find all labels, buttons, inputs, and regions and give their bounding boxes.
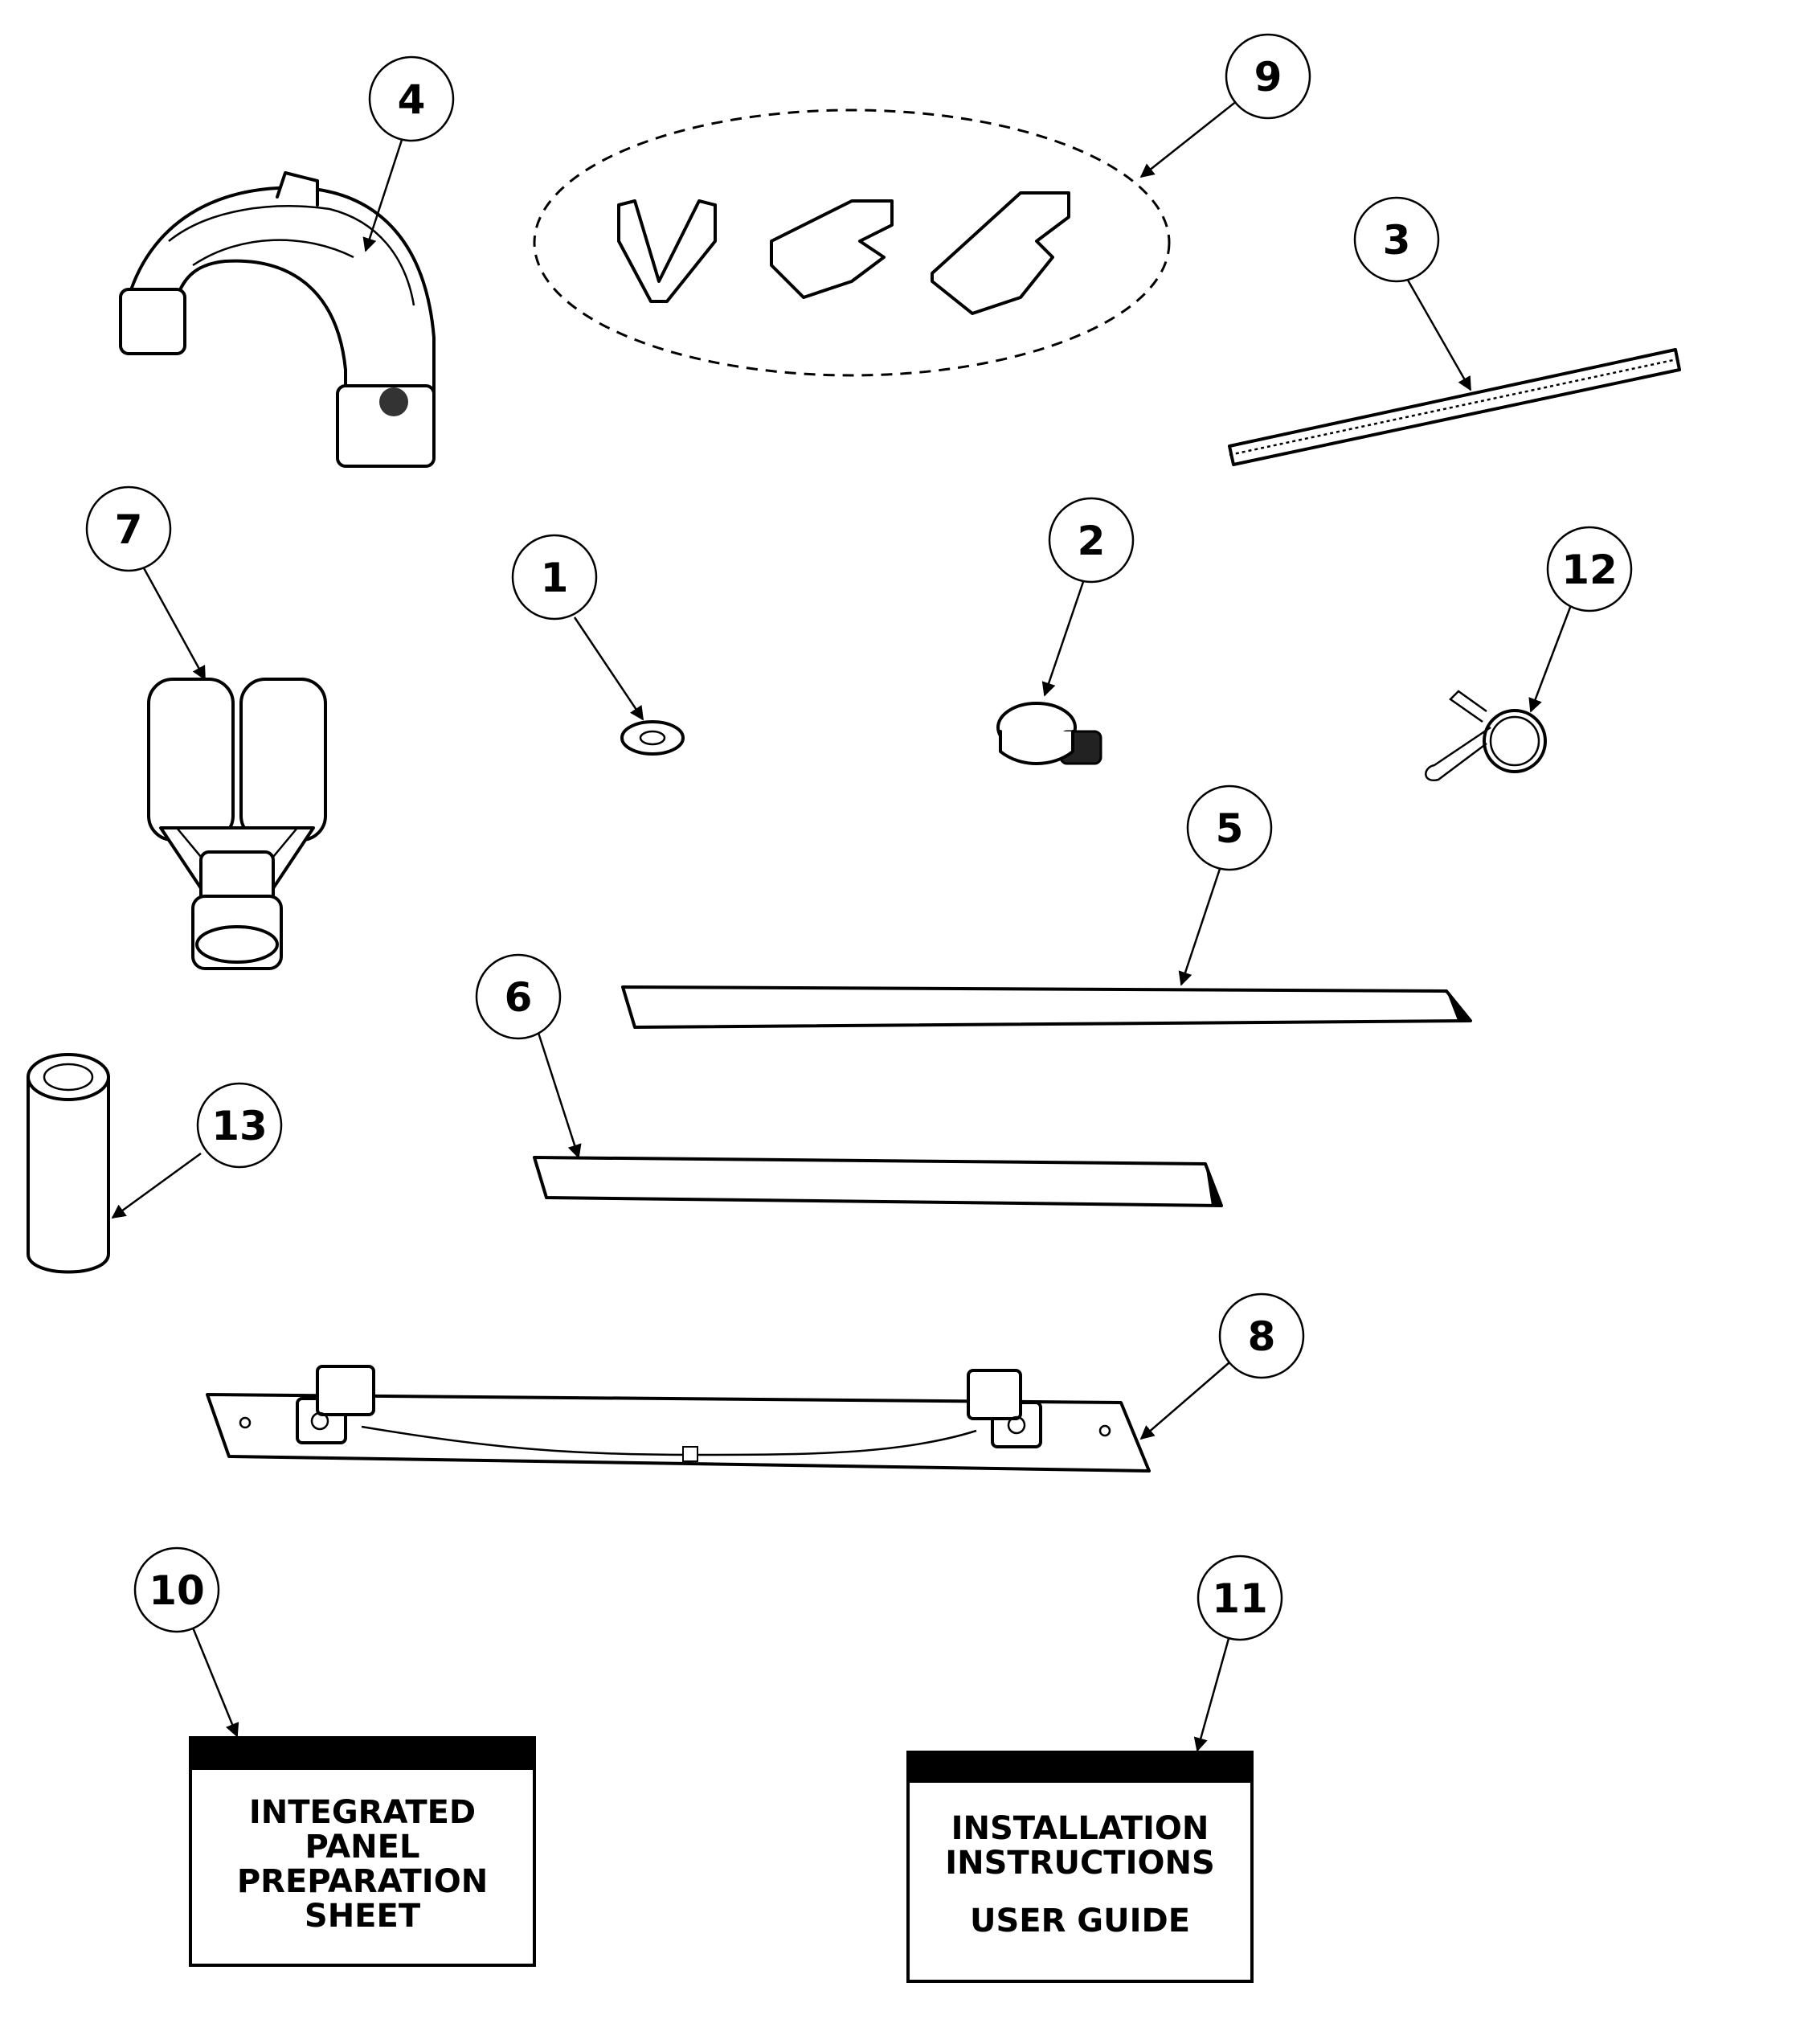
svg-text:9: 9 [1254, 54, 1282, 100]
callout-1: 1 [511, 534, 644, 721]
svg-text:4: 4 [398, 76, 426, 123]
svg-text:13: 13 [211, 1103, 268, 1149]
callout-8: 8 [1139, 1292, 1305, 1440]
part-5-long-strip [621, 985, 1472, 1029]
booklet-11-line-2: INSTRUCTIONS [945, 1845, 1215, 1882]
part-10-panel-preparation-sheet: INTEGRATED PANEL PREPARATION SHEET [189, 1736, 536, 1967]
svg-text:12: 12 [1561, 547, 1618, 593]
svg-text:2: 2 [1078, 518, 1106, 564]
callout-13: 13 [111, 1082, 283, 1219]
callout-4: 4 [362, 55, 455, 252]
booklet-11-line-1: INSTALLATION [951, 1810, 1209, 1847]
svg-text:11: 11 [1212, 1575, 1268, 1622]
booklet-11-line-3: USER GUIDE [970, 1903, 1190, 1940]
booklet-10-line-4: SHEET [305, 1898, 421, 1935]
part-7-y-connector [147, 678, 327, 970]
part-2-hose-clamp [996, 702, 1102, 765]
callout-6: 6 [475, 953, 582, 1159]
booklet-10-line-1: INTEGRATED [249, 1794, 476, 1831]
part-11-installation-instructions: INSTALLATION INSTRUCTIONS USER GUIDE [906, 1751, 1254, 1983]
svg-text:6: 6 [505, 974, 533, 1021]
part-12-spring-clip [1425, 690, 1547, 782]
svg-text:3: 3 [1383, 217, 1411, 264]
part-8-mounting-plate [206, 1365, 1151, 1473]
svg-text:5: 5 [1216, 805, 1244, 852]
callout-10: 10 [133, 1546, 239, 1738]
svg-text:7: 7 [115, 506, 143, 553]
part-1-washer [620, 720, 685, 756]
callout-12: 12 [1528, 526, 1633, 713]
callout-9: 9 [1139, 33, 1311, 178]
callout-3: 3 [1353, 196, 1472, 391]
callout-5: 5 [1178, 784, 1273, 986]
part-3-rack-strip [1228, 348, 1681, 466]
svg-text:8: 8 [1248, 1313, 1276, 1360]
callout-7: 7 [85, 485, 207, 681]
callout-11: 11 [1193, 1555, 1283, 1752]
booklet-10-line-2: PANEL [305, 1829, 420, 1866]
part-9-bracket-kit [533, 109, 1171, 377]
svg-text:1: 1 [541, 555, 569, 601]
svg-text:10: 10 [149, 1567, 205, 1614]
part-13-sleeve [27, 1053, 110, 1274]
booklet-10-line-3: PREPARATION [237, 1863, 488, 1900]
part-4-duct-bracket [119, 171, 436, 468]
part-6-short-strip [533, 1156, 1223, 1207]
callout-2: 2 [1041, 497, 1135, 697]
